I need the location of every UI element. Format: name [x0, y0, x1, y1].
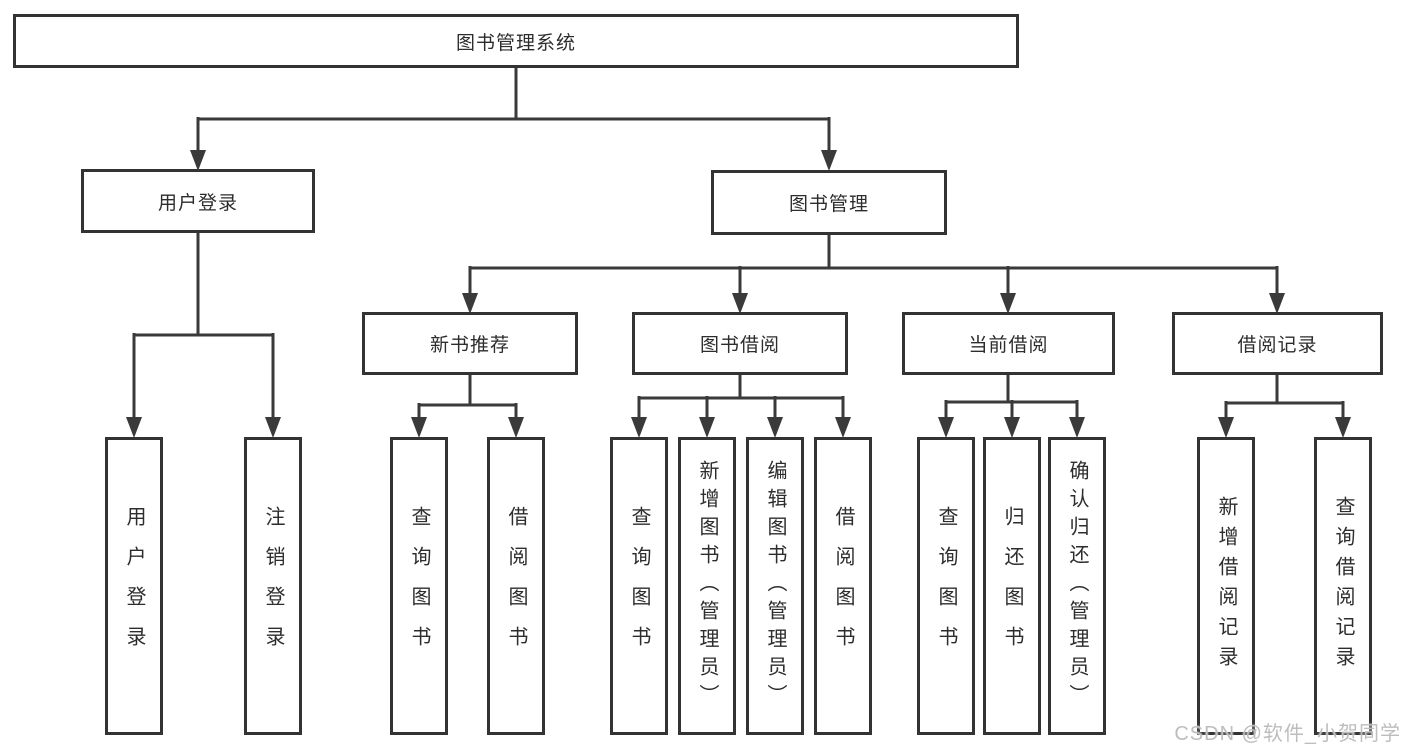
leaf-user-login: 用户登录 — [105, 437, 163, 735]
leaf-edit-book-admin: 编辑图书（管理员） — [746, 437, 804, 735]
leaf-confirm-return-admin-label: 确认归还（管理员） — [1066, 460, 1088, 712]
leaf-add-book-admin: 新增图书（管理员） — [678, 437, 736, 735]
leaf-edit-book-admin-label: 编辑图书（管理员） — [764, 460, 786, 712]
node-borrowing-records-label: 借阅记录 — [1237, 335, 1318, 356]
leaf-query-books-recommend-label: 查询图书 — [408, 506, 430, 666]
leaf-query-books-current-label: 查询图书 — [935, 506, 957, 666]
leaf-add-book-admin-label: 新增图书（管理员） — [696, 460, 718, 712]
arrowheads — [126, 150, 1351, 438]
leaf-borrow-books-recommend-label: 借阅图书 — [505, 506, 527, 666]
node-new-book-recommend: 新书推荐 — [362, 312, 578, 375]
watermark-text: CSDN @软件_小贺同学 — [1174, 723, 1401, 745]
node-borrowing-records: 借阅记录 — [1172, 312, 1383, 375]
leaf-logout: 注销登录 — [244, 437, 302, 735]
leaf-confirm-return-admin: 确认归还（管理员） — [1048, 437, 1106, 735]
leaf-query-books-borrowing: 查询图书 — [610, 437, 668, 735]
leaf-borrow-books-recommend: 借阅图书 — [487, 437, 545, 735]
leaf-return-books: 归还图书 — [983, 437, 1041, 735]
leaf-borrow-books-borrowing: 借阅图书 — [814, 437, 872, 735]
leaf-query-books-current: 查询图书 — [917, 437, 975, 735]
node-current-borrowing: 当前借阅 — [902, 312, 1115, 375]
node-library-system-label: 图书管理系统 — [455, 32, 576, 54]
leaf-query-borrow-record-label: 查询借阅记录 — [1332, 496, 1354, 676]
leaf-return-books-label: 归还图书 — [1001, 506, 1023, 666]
leaf-logout-label: 注销登录 — [262, 506, 284, 666]
leaf-add-borrow-record: 新增借阅记录 — [1197, 437, 1255, 735]
node-new-book-recommend-label: 新书推荐 — [429, 335, 510, 356]
node-current-borrowing-label: 当前借阅 — [968, 335, 1049, 356]
node-book-management: 图书管理 — [711, 170, 947, 235]
node-book-borrowing-label: 图书借阅 — [699, 335, 780, 356]
leaf-borrow-books-borrowing-label: 借阅图书 — [832, 506, 854, 666]
leaf-query-books-borrowing-label: 查询图书 — [628, 506, 650, 666]
node-user-login: 用户登录 — [81, 169, 315, 233]
node-user-login-label: 用户登录 — [157, 192, 238, 214]
leaf-user-login-label: 用户登录 — [123, 506, 145, 666]
node-book-management-label: 图书管理 — [788, 194, 869, 215]
leaf-query-books-recommend: 查询图书 — [390, 437, 448, 735]
node-book-borrowing: 图书借阅 — [632, 312, 848, 375]
node-library-system: 图书管理系统 — [13, 14, 1019, 68]
leaf-add-borrow-record-label: 新增借阅记录 — [1215, 496, 1237, 676]
leaf-query-borrow-record: 查询借阅记录 — [1314, 437, 1372, 735]
